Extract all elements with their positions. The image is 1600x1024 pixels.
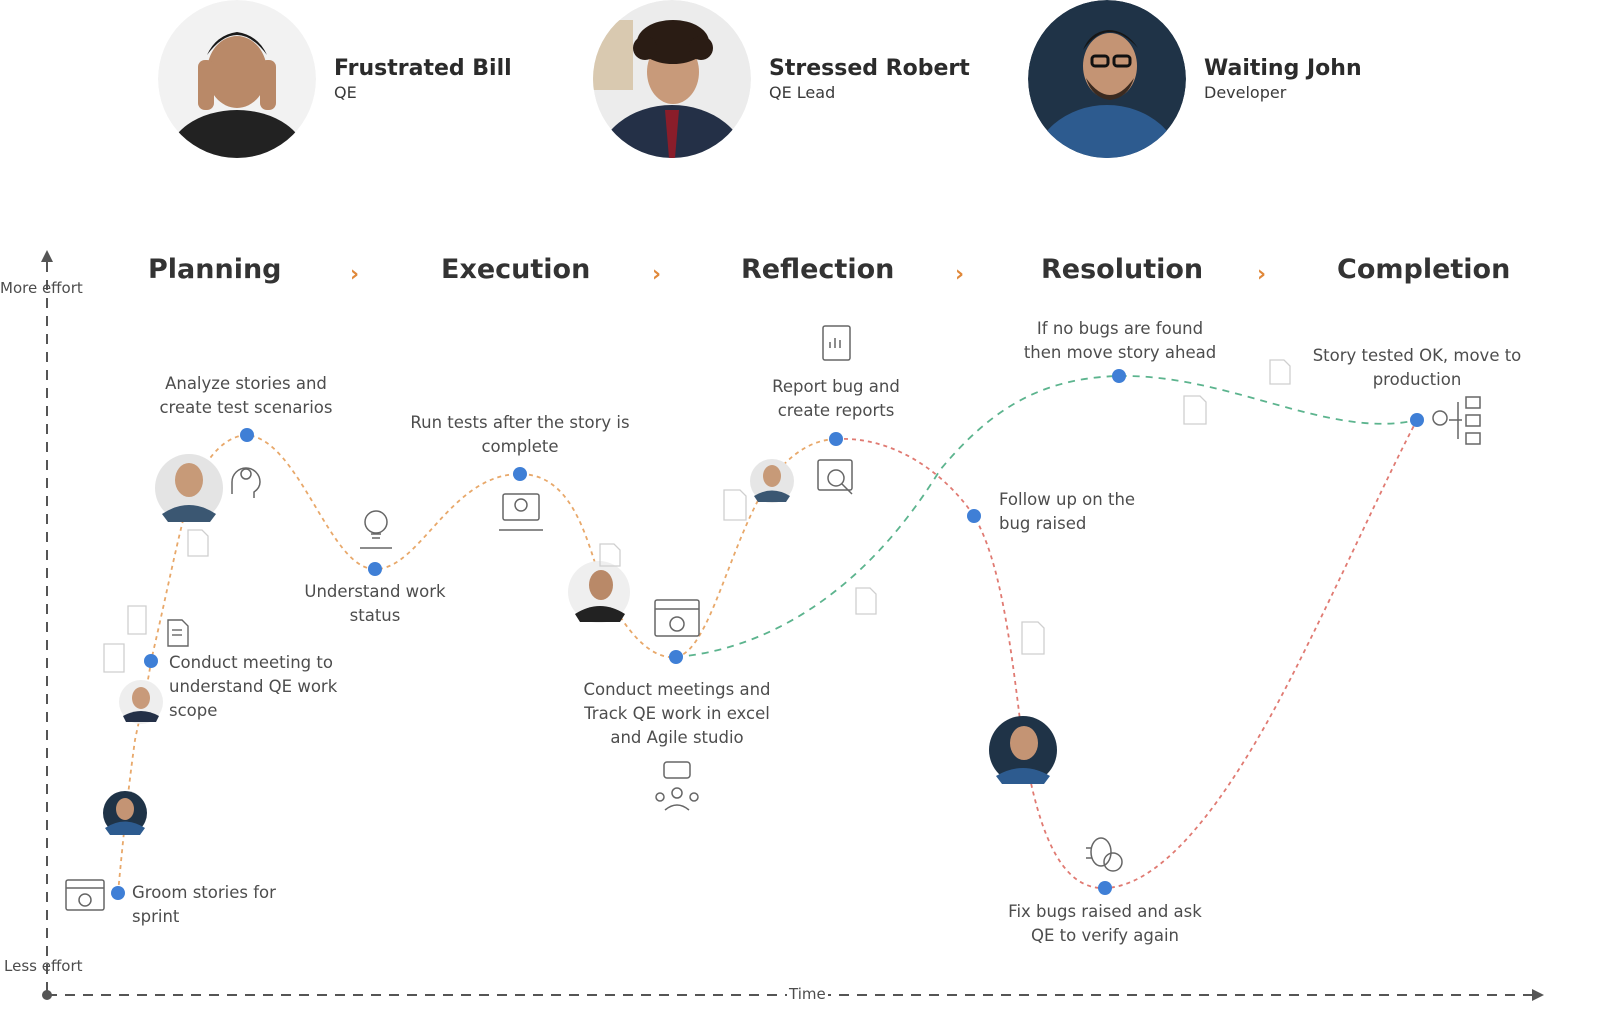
chevron-right-icon: › <box>652 262 662 287</box>
chevron-right-icon: › <box>955 262 965 287</box>
step-no-bugs-label: If no bugs are found then move story ahe… <box>1023 319 1217 362</box>
node-conduct-meeting <box>144 654 158 668</box>
avatar <box>103 791 147 835</box>
step-conduct-meeting-label: Conduct meeting to understand QE work sc… <box>169 653 338 720</box>
persona-name: Frustrated Bill <box>334 56 512 81</box>
step-report-label: Report bug and create reports <box>772 377 900 420</box>
node-understand <box>368 562 382 576</box>
chevron-right-icon: › <box>1257 262 1267 287</box>
success-path-line <box>675 375 1418 658</box>
avatar <box>158 0 316 158</box>
node-track <box>669 650 683 664</box>
node-tested-ok <box>1410 413 1424 427</box>
phase-completion: Completion <box>1337 254 1511 285</box>
persona-waiting-john: Waiting John Developer <box>1028 0 1362 158</box>
gear-window-icon <box>654 599 700 637</box>
persona-role: QE <box>334 83 357 102</box>
avatar <box>155 454 223 522</box>
node-report <box>829 432 843 446</box>
report-doc-icon <box>167 619 189 647</box>
persona-frustrated-bill: Frustrated Bill QE <box>158 0 512 158</box>
phase-planning: Planning <box>148 254 282 285</box>
x-axis-arrow-icon <box>1532 989 1544 1001</box>
lightbulb-icon <box>360 510 392 549</box>
team-chat-icon <box>655 761 699 811</box>
persona-name: Waiting John <box>1204 56 1362 81</box>
phase-resolution: Resolution <box>1041 254 1204 285</box>
phase-reflection: Reflection <box>741 254 895 285</box>
persona-name: Stressed Robert <box>769 56 970 81</box>
step-run-tests-label: Run tests after the story is complete <box>410 413 630 456</box>
laptop-gear-icon <box>499 493 543 531</box>
brain-gear-icon <box>231 467 261 498</box>
node-follow-up <box>967 509 981 523</box>
bug-wrench-icon <box>1086 837 1123 872</box>
avatar <box>750 459 794 503</box>
gear-window-icon <box>65 879 105 911</box>
chevron-right-icon: › <box>350 262 360 287</box>
step-analyze-label: Analyze stories and create test scenario… <box>159 374 333 417</box>
avatar <box>989 716 1057 784</box>
chart-doc-icon <box>822 325 851 361</box>
x-axis-label: Time <box>787 985 828 1003</box>
monitor-checklist-icon <box>1432 396 1481 445</box>
y-axis-top-label: More effort <box>0 279 83 297</box>
bug-path-line <box>835 419 1418 889</box>
node-analyze <box>240 428 254 442</box>
step-follow-up-label: Follow up on the bug raised <box>999 490 1136 533</box>
avatar <box>568 561 630 623</box>
avatar <box>593 0 751 158</box>
avatar <box>119 680 163 724</box>
node-no-bugs <box>1112 369 1126 383</box>
persona-role: Developer <box>1204 83 1287 102</box>
step-tested-ok-label: Story tested OK, move to production <box>1312 346 1522 389</box>
node-fix <box>1098 881 1112 895</box>
node-groom <box>111 886 125 900</box>
persona-stressed-robert: Stressed Robert QE Lead <box>593 0 970 158</box>
document-icon <box>103 359 1291 673</box>
y-axis-bottom-label: Less effort <box>4 957 83 975</box>
avatar <box>1028 0 1186 158</box>
phase-execution: Execution <box>441 254 591 285</box>
node-run-tests <box>513 467 527 481</box>
step-track-label: Conduct meetings and Track QE work in ex… <box>583 680 771 747</box>
magnify-report-icon <box>817 459 853 495</box>
step-groom-label: Groom stories for sprint <box>132 883 276 926</box>
y-axis-arrow-icon <box>41 250 53 262</box>
step-fix-label: Fix bugs raised and ask QE to verify aga… <box>1008 902 1202 945</box>
persona-role: QE Lead <box>769 83 836 102</box>
step-understand-label: Understand work status <box>304 582 446 625</box>
